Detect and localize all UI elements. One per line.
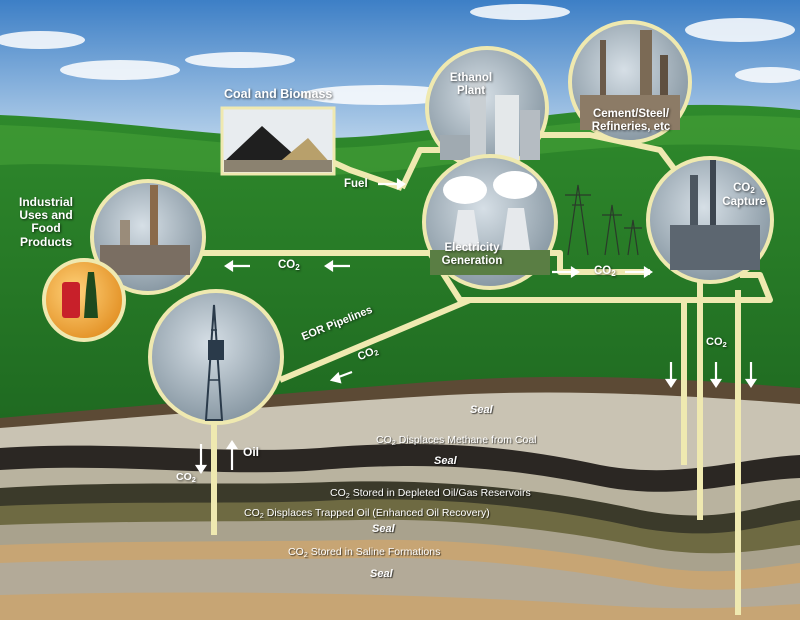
label-co2-left: CO2 bbox=[278, 259, 300, 273]
co2-subscript: 2 bbox=[295, 263, 299, 272]
label-electricity-generation: Electricity Generation bbox=[432, 242, 512, 267]
label-ethanol-plant: Ethanol Plant bbox=[446, 72, 496, 97]
label-coal-biomass: Coal and Biomass bbox=[224, 88, 332, 102]
label-industrial-uses: Industrial Uses and Food Products bbox=[6, 196, 86, 249]
co2-subscript: 2 bbox=[392, 438, 396, 447]
saline-formations-text: Stored in Saline Formations bbox=[311, 546, 441, 558]
co2-text: CO bbox=[706, 336, 723, 348]
seal-label-4: Seal bbox=[370, 568, 393, 580]
co2-capture-circle bbox=[648, 158, 772, 282]
label-co2-down: CO2 bbox=[706, 336, 727, 349]
label-saline-formations: CO2 Stored in Saline Formations bbox=[288, 546, 440, 559]
ethanol-plant-circle bbox=[427, 48, 547, 168]
co2-text: CO bbox=[330, 487, 346, 499]
co2-subscript: 2 bbox=[723, 340, 727, 349]
label-cement-steel-refineries: Cement/Steel/ Refineries, etc bbox=[588, 108, 674, 133]
label-co2-well: CO2 bbox=[176, 472, 196, 484]
depleted-reservoirs-text: Stored in Depleted Oil/Gas Reservoirs bbox=[353, 487, 531, 499]
co2-subscript: 2 bbox=[304, 550, 308, 559]
co2-text: CO bbox=[244, 507, 260, 519]
co2-subscript: 2 bbox=[192, 475, 196, 484]
coal-biomass-photo bbox=[222, 108, 334, 174]
co2-text: CO bbox=[278, 259, 295, 271]
label-enhanced-oil-recovery: CO2 Displaces Trapped Oil (Enhanced Oil … bbox=[244, 507, 490, 520]
co2-text: CO bbox=[176, 471, 192, 483]
oil-rig-circle bbox=[150, 291, 282, 423]
co2-text: CO bbox=[288, 546, 304, 558]
co2-text: CO bbox=[376, 434, 392, 446]
co2-subscript: 2 bbox=[750, 186, 754, 195]
co2-subscript: 2 bbox=[611, 269, 615, 278]
label-coal-methane: CO2 Displaces Methane from Coal bbox=[376, 434, 537, 447]
co2-text: CO bbox=[733, 182, 750, 194]
co2-subscript: 2 bbox=[260, 511, 264, 520]
co2-subscript: 2 bbox=[346, 491, 350, 500]
enhanced-oil-recovery-text: Displaces Trapped Oil (Enhanced Oil Reco… bbox=[267, 507, 490, 519]
coal-methane-text: Displaces Methane from Coal bbox=[399, 434, 537, 446]
label-co2-capture: CO2 Capture bbox=[716, 182, 772, 208]
label-fuel: Fuel bbox=[344, 178, 368, 191]
seal-label-3: Seal bbox=[372, 523, 395, 535]
food-products-circle bbox=[44, 260, 124, 340]
electricity-circle bbox=[424, 156, 556, 288]
label-oil: Oil bbox=[243, 446, 259, 459]
seal-label-1: Seal bbox=[470, 404, 493, 416]
co2-text: CO bbox=[594, 265, 611, 277]
seal-label-2: Seal bbox=[434, 455, 457, 467]
capture-text: Capture bbox=[722, 196, 765, 208]
label-co2-right: CO2 bbox=[594, 265, 616, 279]
label-depleted-reservoirs: CO2 Stored in Depleted Oil/Gas Reservoir… bbox=[330, 487, 531, 500]
